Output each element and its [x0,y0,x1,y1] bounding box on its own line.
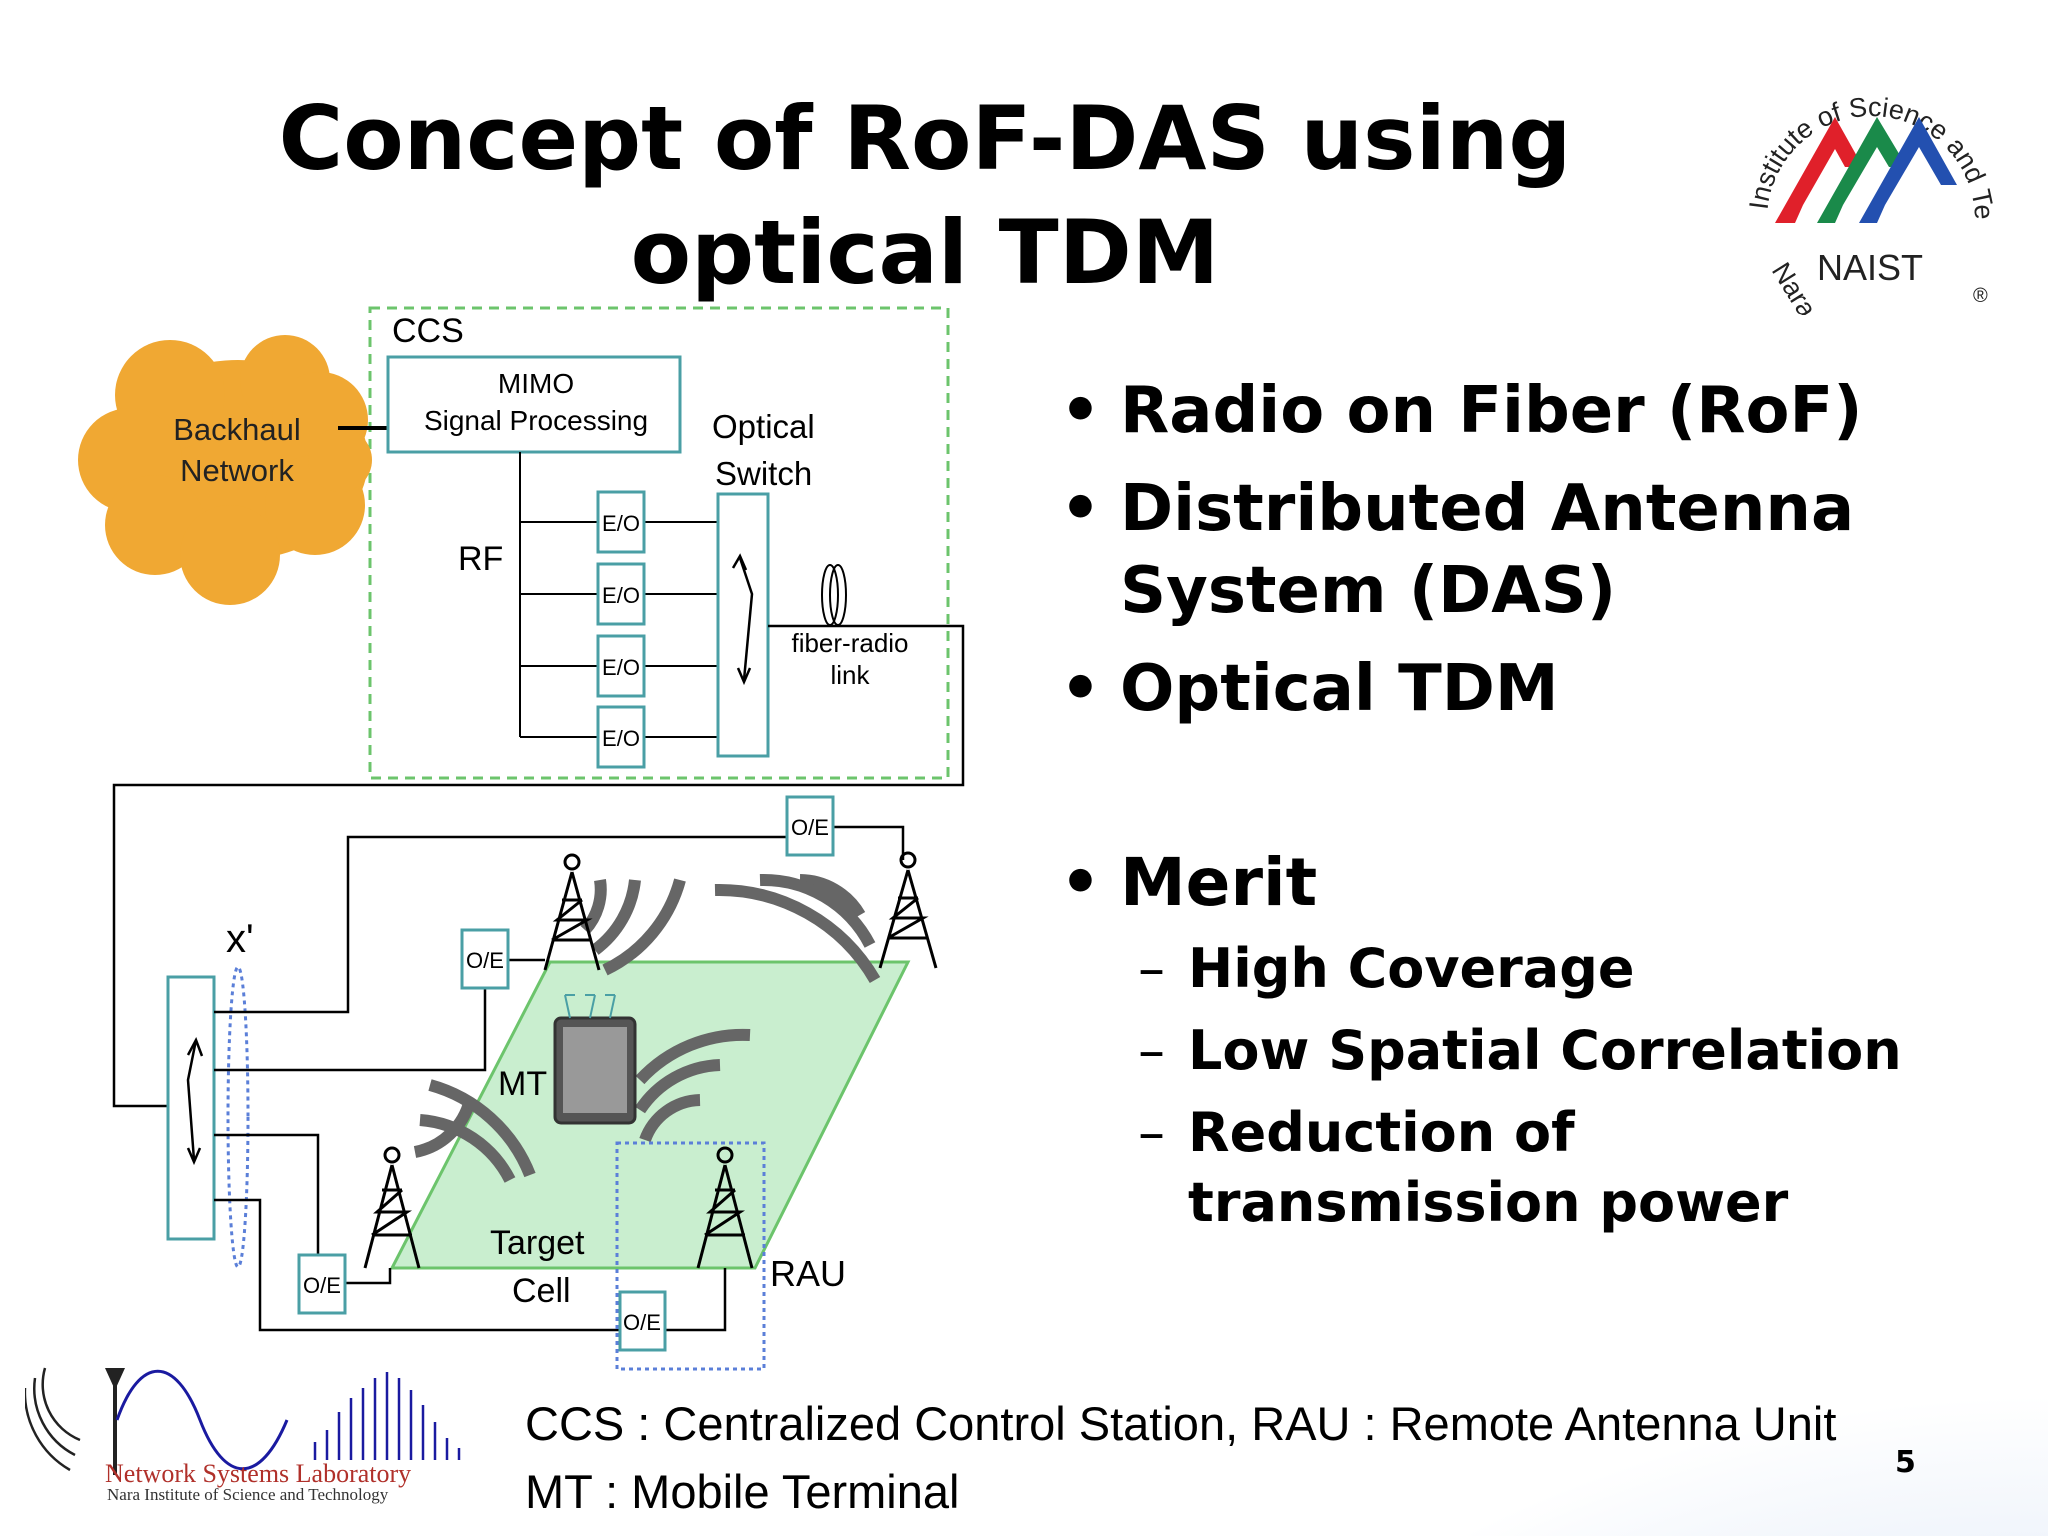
rf-label: RF [458,540,503,578]
merit-item-text: Reduction of [1188,1101,1575,1164]
mt-label: MT [498,1065,547,1103]
merit-item-text: High Coverage [1188,937,1635,1000]
bullet-list: • Radio on Fiber (RoF) • Distributed Ant… [1060,370,2020,730]
bullet-text: Distributed Antenna [1120,472,1855,546]
target-cell [389,960,911,1270]
bullet-dot: • [1060,374,1101,448]
bullet-dot: • [1060,472,1101,546]
bullet-item: • Radio on Fiber (RoF) [1060,370,2020,452]
x-prime-ellipse [226,965,250,1269]
mimo-label-2: Signal Processing [424,405,648,436]
eo-box [596,705,646,769]
mobile-terminal-icon [553,994,637,1125]
naist-logo: Institute of Science and Technology Nara… [1735,55,1999,315]
ccs-box [368,306,950,780]
antenna-towers [363,851,938,1269]
merit-item-text: transmission power [1188,1171,1789,1234]
merit-item: – High Coverage [1060,934,2020,1004]
oe-label: O/E [623,1310,661,1335]
optical-switch-label-1: Optical [712,408,815,445]
eo-box [596,490,646,554]
merit-list: • Merit – High Coverage – Low Spatial Co… [1060,842,2020,1238]
oe-label: O/E [466,948,504,973]
fiber-label-1: fiber-radio [791,628,908,658]
bullet-item: • Optical TDM [1060,648,2020,730]
title-line-2: optical TDM [630,201,1220,304]
radio-waves [413,873,881,1183]
oe-box [618,1290,667,1352]
rau-box [615,1141,766,1371]
tower-icon [363,1146,421,1269]
oe-converters: O/E O/E O/E O/E [297,795,835,1352]
target-cell-label-2: Cell [512,1272,571,1310]
footnote-line-2: MT : Mobile Terminal [525,1465,960,1518]
footnote: CCS : Centralized Control Station, RAU :… [525,1390,2005,1526]
background-gradient [0,760,2048,1536]
oe-label: O/E [303,1273,341,1298]
dash-marker: – [1138,937,1165,1000]
bullet-text: Optical TDM [1120,652,1559,726]
title-line-1: Concept of RoF-DAS using [278,87,1572,190]
eo-label: E/O [602,726,640,751]
bullet-dot: • [1060,846,1101,920]
mimo-box [386,355,682,454]
fiber-coil [821,564,847,626]
backhaul-label-1: Backhaul [173,412,301,447]
eo-box [596,562,646,626]
logo-naist-text: NAIST [1817,247,1923,288]
bullet-text: Radio on Fiber (RoF) [1120,374,1863,448]
merit-item-text: Low Spatial Correlation [1188,1019,1902,1082]
bullet-text: System (DAS) [1120,554,1617,628]
switch-arrows [731,553,754,686]
backhaul-cloud [78,335,372,605]
mimo-label-1: MIMO [498,368,574,399]
merit-heading: Merit [1120,844,1318,921]
optical-switch-label-2: Switch [715,455,812,492]
page-number: 5 [1895,1445,1916,1480]
oe-label: O/E [791,815,829,840]
footnote-line-1: CCS : Centralized Control Station, RAU :… [525,1397,1837,1450]
slide-title: Concept of RoF-DAS using optical TDM [160,82,1690,310]
bullet-dot: • [1060,652,1101,726]
optical-switch-box [716,492,770,758]
tower-icon [543,853,601,971]
oe-box [297,1253,347,1315]
dash-marker: – [1138,1019,1165,1082]
eo-label: E/O [602,511,640,536]
bullet-item: • Distributed Antenna System (DAS) [1060,468,2020,632]
tower-icon [696,1146,754,1269]
fiber-link-line [112,624,965,1108]
ccs-label: CCS [392,312,464,350]
lab-name: Network Systems Laboratory [105,1459,411,1488]
x-prime-label: x' [226,917,254,961]
fiber-label-2: link [830,660,870,690]
eo-label: E/O [602,583,640,608]
tower-icon [878,851,938,969]
network-systems-lab-logo: Network Systems Laboratory Nara Institut… [25,1367,461,1504]
eo-label: E/O [602,655,640,680]
logo-registered-mark: ® [1973,285,1988,307]
dash-marker: – [1138,1101,1165,1164]
oe-box [785,795,835,857]
target-cell-label-1: Target [490,1224,585,1262]
merit-item: – Reduction of transmission power [1060,1098,2020,1238]
backhaul-label-2: Network [180,453,294,488]
logo-nara-text: Nara [1766,257,1823,315]
lab-institute: Nara Institute of Science and Technology [107,1485,389,1504]
eo-converters: E/O E/O E/O E/O [596,490,646,769]
merit-item: – Low Spatial Correlation [1060,1016,2020,1086]
oe-box [460,928,510,990]
merit-heading-row: • Merit [1060,842,2020,924]
rau-label: RAU [770,1253,846,1294]
rof-das-diagram: CCS Backhaul Network MIMO Signal Process… [78,306,965,1371]
eo-box [596,634,646,698]
